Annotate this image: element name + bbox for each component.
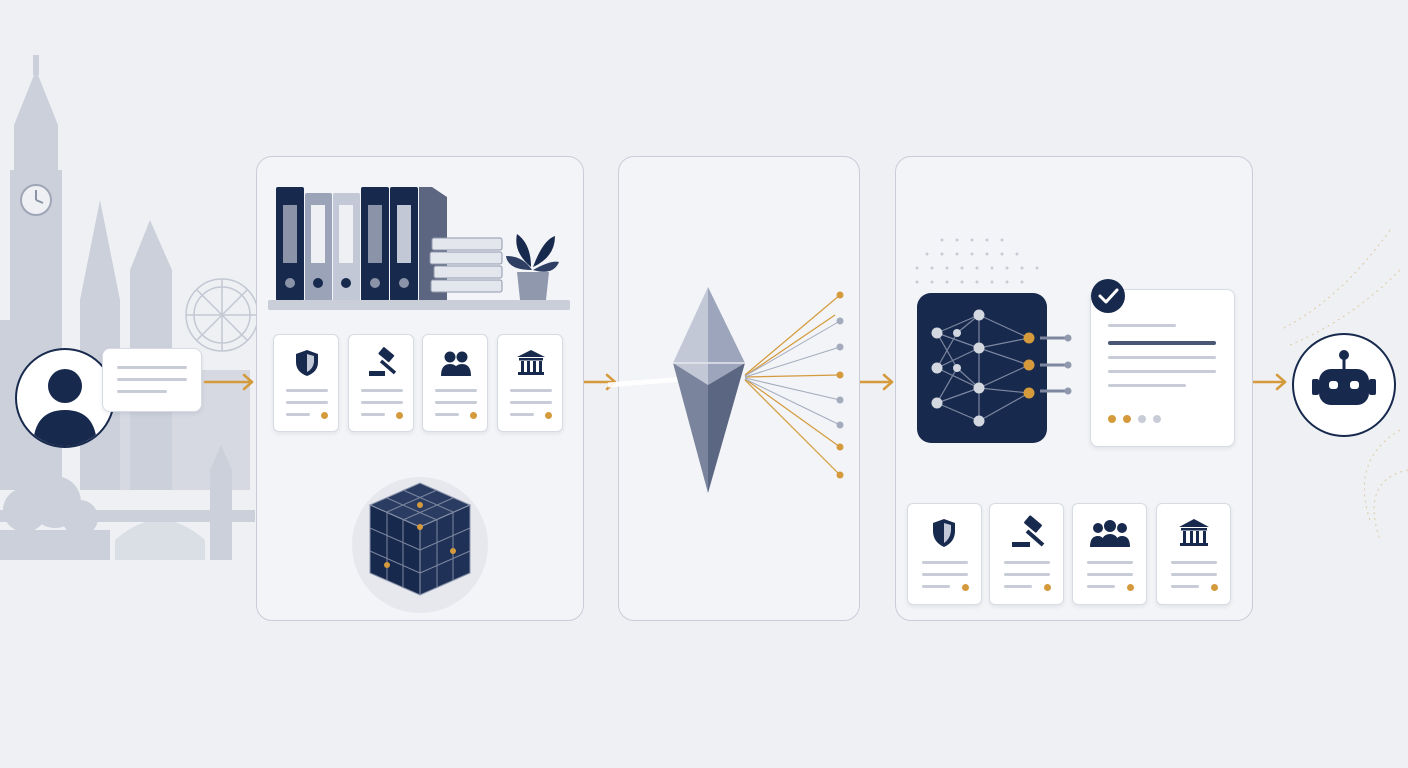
courthouse-icon bbox=[1179, 519, 1209, 546]
person-icon bbox=[33, 369, 97, 446]
neural-network-icon bbox=[931, 309, 1035, 427]
category-card-legal-2 bbox=[989, 503, 1064, 605]
speech-bubble-icon bbox=[102, 348, 202, 412]
chip-connectors bbox=[1040, 334, 1072, 395]
retrieval-panel bbox=[618, 156, 860, 621]
data-cube-icon bbox=[352, 477, 488, 613]
shield-icon bbox=[296, 350, 318, 376]
people-icon bbox=[1090, 520, 1130, 547]
light-rays-icon bbox=[607, 291, 844, 479]
bookshelf bbox=[268, 300, 570, 310]
category-card-institution bbox=[497, 334, 563, 432]
category-card-people-2 bbox=[1072, 503, 1147, 605]
category-card-institution-2 bbox=[1156, 503, 1231, 605]
user-avatar bbox=[15, 348, 115, 448]
dot-matrix-decoration bbox=[915, 238, 1039, 284]
category-card-security-2 bbox=[907, 503, 982, 605]
plant-icon bbox=[506, 234, 559, 300]
binders-icon bbox=[276, 187, 447, 301]
books-icon bbox=[429, 237, 503, 293]
verified-document-icon bbox=[1090, 289, 1235, 447]
gavel-icon bbox=[1012, 515, 1045, 547]
category-card-people bbox=[422, 334, 488, 432]
category-card-legal bbox=[348, 334, 414, 432]
courthouse-icon bbox=[517, 350, 545, 375]
ai-assistant-avatar bbox=[1292, 333, 1396, 437]
shield-icon bbox=[933, 519, 955, 547]
checkmark-icon bbox=[1091, 279, 1125, 313]
robot-icon bbox=[1312, 350, 1376, 405]
prism-icon bbox=[673, 287, 745, 493]
gavel-icon bbox=[369, 347, 397, 376]
category-card-security bbox=[273, 334, 339, 432]
people-icon bbox=[441, 351, 471, 376]
